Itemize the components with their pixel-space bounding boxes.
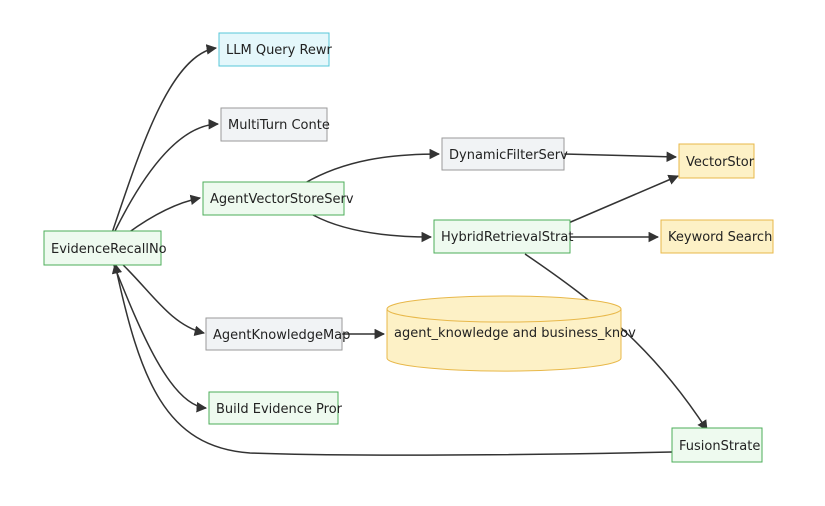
- node-llm-query-rewrite[interactable]: LLM Query Rewr: [218, 32, 333, 67]
- edge-recall-to-multiturn-context: [113, 119, 220, 234]
- node-dynamic-filter[interactable]: DynamicFilterServ: [441, 137, 568, 171]
- node-evidence-recall-label: EvidenceRecallNo: [51, 242, 167, 257]
- edge-vector-store-to-hybrid: [312, 214, 433, 243]
- edge-dynamic-filter-to-vector-store: [563, 151, 678, 162]
- edge-fusion-to-recall: [111, 262, 673, 456]
- node-multiturn-context-label: MultiTurn Conte: [228, 118, 330, 133]
- database-cylinder-body: [386, 309, 622, 372]
- node-vector-store-label: VectorStor: [686, 155, 755, 170]
- node-agent-vector-store[interactable]: AgentVectorStoreServ: [202, 181, 354, 216]
- node-keyword-search[interactable]: Keyword Search: [660, 219, 774, 254]
- node-build-evidence-prompt[interactable]: Build Evidence Pror: [208, 391, 343, 425]
- node-agent-knowledge-map-label: AgentKnowledgeMap: [213, 328, 350, 343]
- edge-hybrid-to-vectorstore: [565, 174, 679, 225]
- node-llm-query-rewrite-label: LLM Query Rewr: [226, 43, 333, 58]
- node-knowledge-db[interactable]: agent_knowledge and business_knov: [386, 295, 636, 372]
- edges: [111, 44, 708, 456]
- edge-recall-to-agent-vector-store: [127, 194, 202, 234]
- edge-recall-to-build-evidence: [112, 262, 208, 413]
- node-fusion-strategy-label: FusionStrate: [679, 439, 760, 454]
- database-cylinder-top: [386, 295, 622, 323]
- node-build-evidence-prompt-label: Build Evidence Pror: [216, 402, 343, 417]
- edge-hybrid-to-fusion: [524, 253, 708, 431]
- node-vector-store[interactable]: VectorStor: [678, 143, 755, 179]
- node-keyword-search-label: Keyword Search: [668, 230, 772, 245]
- edge-vector-store-to-dynamic-filter: [304, 148, 441, 184]
- node-hybrid-retrieval[interactable]: HybridRetrievalStrat: [433, 219, 573, 254]
- node-agent-vector-store-label: AgentVectorStoreServ: [210, 192, 354, 207]
- node-agent-knowledge-map[interactable]: AgentKnowledgeMap: [205, 317, 350, 351]
- node-evidence-recall[interactable]: EvidenceRecallNo: [43, 230, 167, 266]
- node-dynamic-filter-label: DynamicFilterServ: [449, 148, 568, 163]
- edge-recall-to-llm-query-rewrite: [111, 44, 218, 234]
- node-hybrid-retrieval-label: HybridRetrievalStrat: [441, 230, 573, 245]
- edge-recall-to-knowledge-map: [119, 261, 206, 336]
- node-knowledge-db-label: agent_knowledge and business_knov: [394, 326, 636, 341]
- node-fusion-strategy[interactable]: FusionStrate: [671, 427, 763, 463]
- node-multiturn-context[interactable]: MultiTurn Conte: [220, 107, 330, 142]
